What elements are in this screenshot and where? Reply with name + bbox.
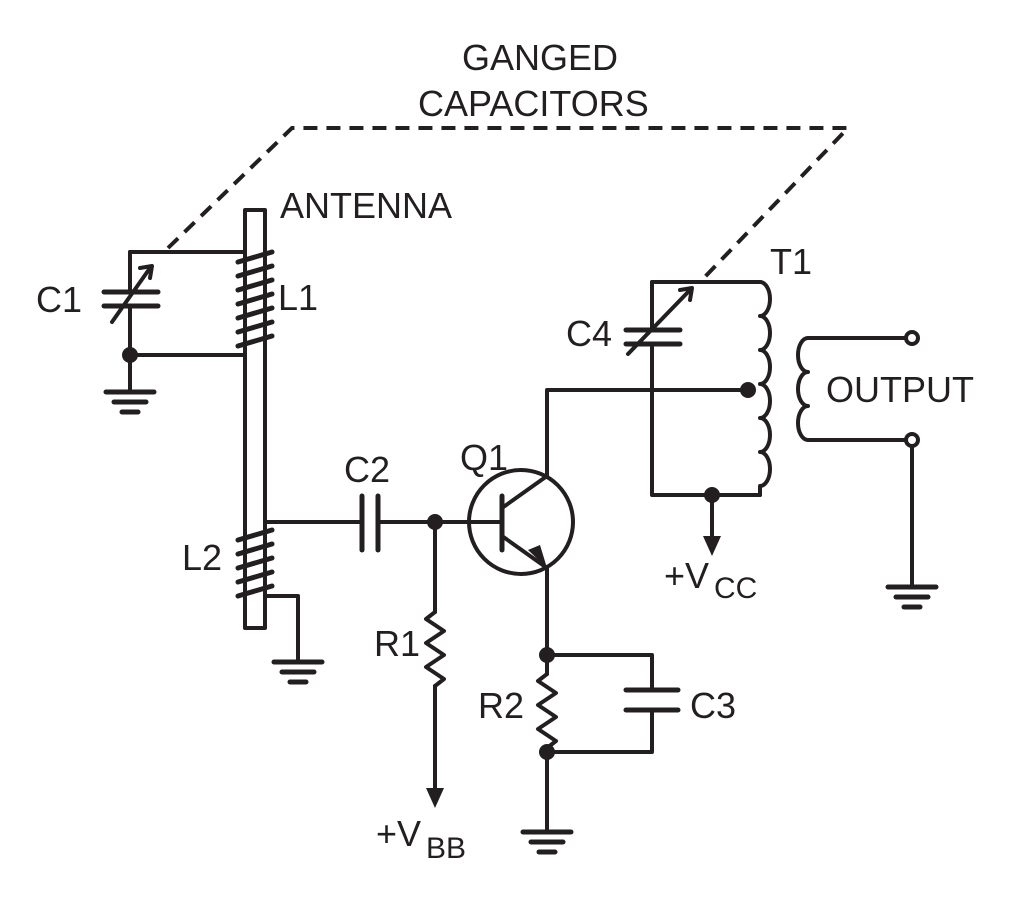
l1-label: L1 [278,277,318,318]
c4-label: C4 [566,313,612,354]
r2-label: R2 [478,685,524,726]
r1-resistor [424,520,446,808]
ganged-label-line1: GANGED [462,37,618,78]
c3-label: C3 [690,685,736,726]
ground-symbol-output [885,584,939,610]
output-label: OUTPUT [826,369,974,410]
ground-symbol-emitter [520,829,574,855]
vcc-subscript: CC [714,572,757,605]
l2-label: L2 [182,537,222,578]
l1-winding [235,249,275,349]
vbb-label: +V [376,813,421,854]
t1-secondary-winding [796,330,920,587]
q1-transistor [467,468,575,576]
t1-primary-winding [703,280,772,556]
c1-variable-capacitor [101,250,247,392]
emitter-network [536,566,681,832]
collector-lead [545,388,750,478]
ground-symbol-c1 [103,389,157,415]
antenna-label: ANTENNA [280,185,452,226]
c2-label: C2 [344,449,390,490]
c4-variable-capacitor [623,280,762,497]
gang-linkage-dashed [166,126,853,284]
c2-capacitor [263,493,474,553]
l2-winding [235,527,275,599]
q1-label: Q1 [460,437,508,478]
output-terminal-top[interactable] [904,330,920,346]
c1-label: C1 [36,279,82,320]
ground-symbol-l2 [271,659,325,685]
r1-label: R1 [374,623,420,664]
ferrite-rod-antenna [243,208,267,630]
l2-ground-lead [263,594,300,662]
vbb-subscript: BB [426,832,466,865]
t1-label: T1 [770,241,812,282]
ganged-label-line2: CAPACITORS [418,83,649,124]
vcc-label: +V [664,555,709,596]
